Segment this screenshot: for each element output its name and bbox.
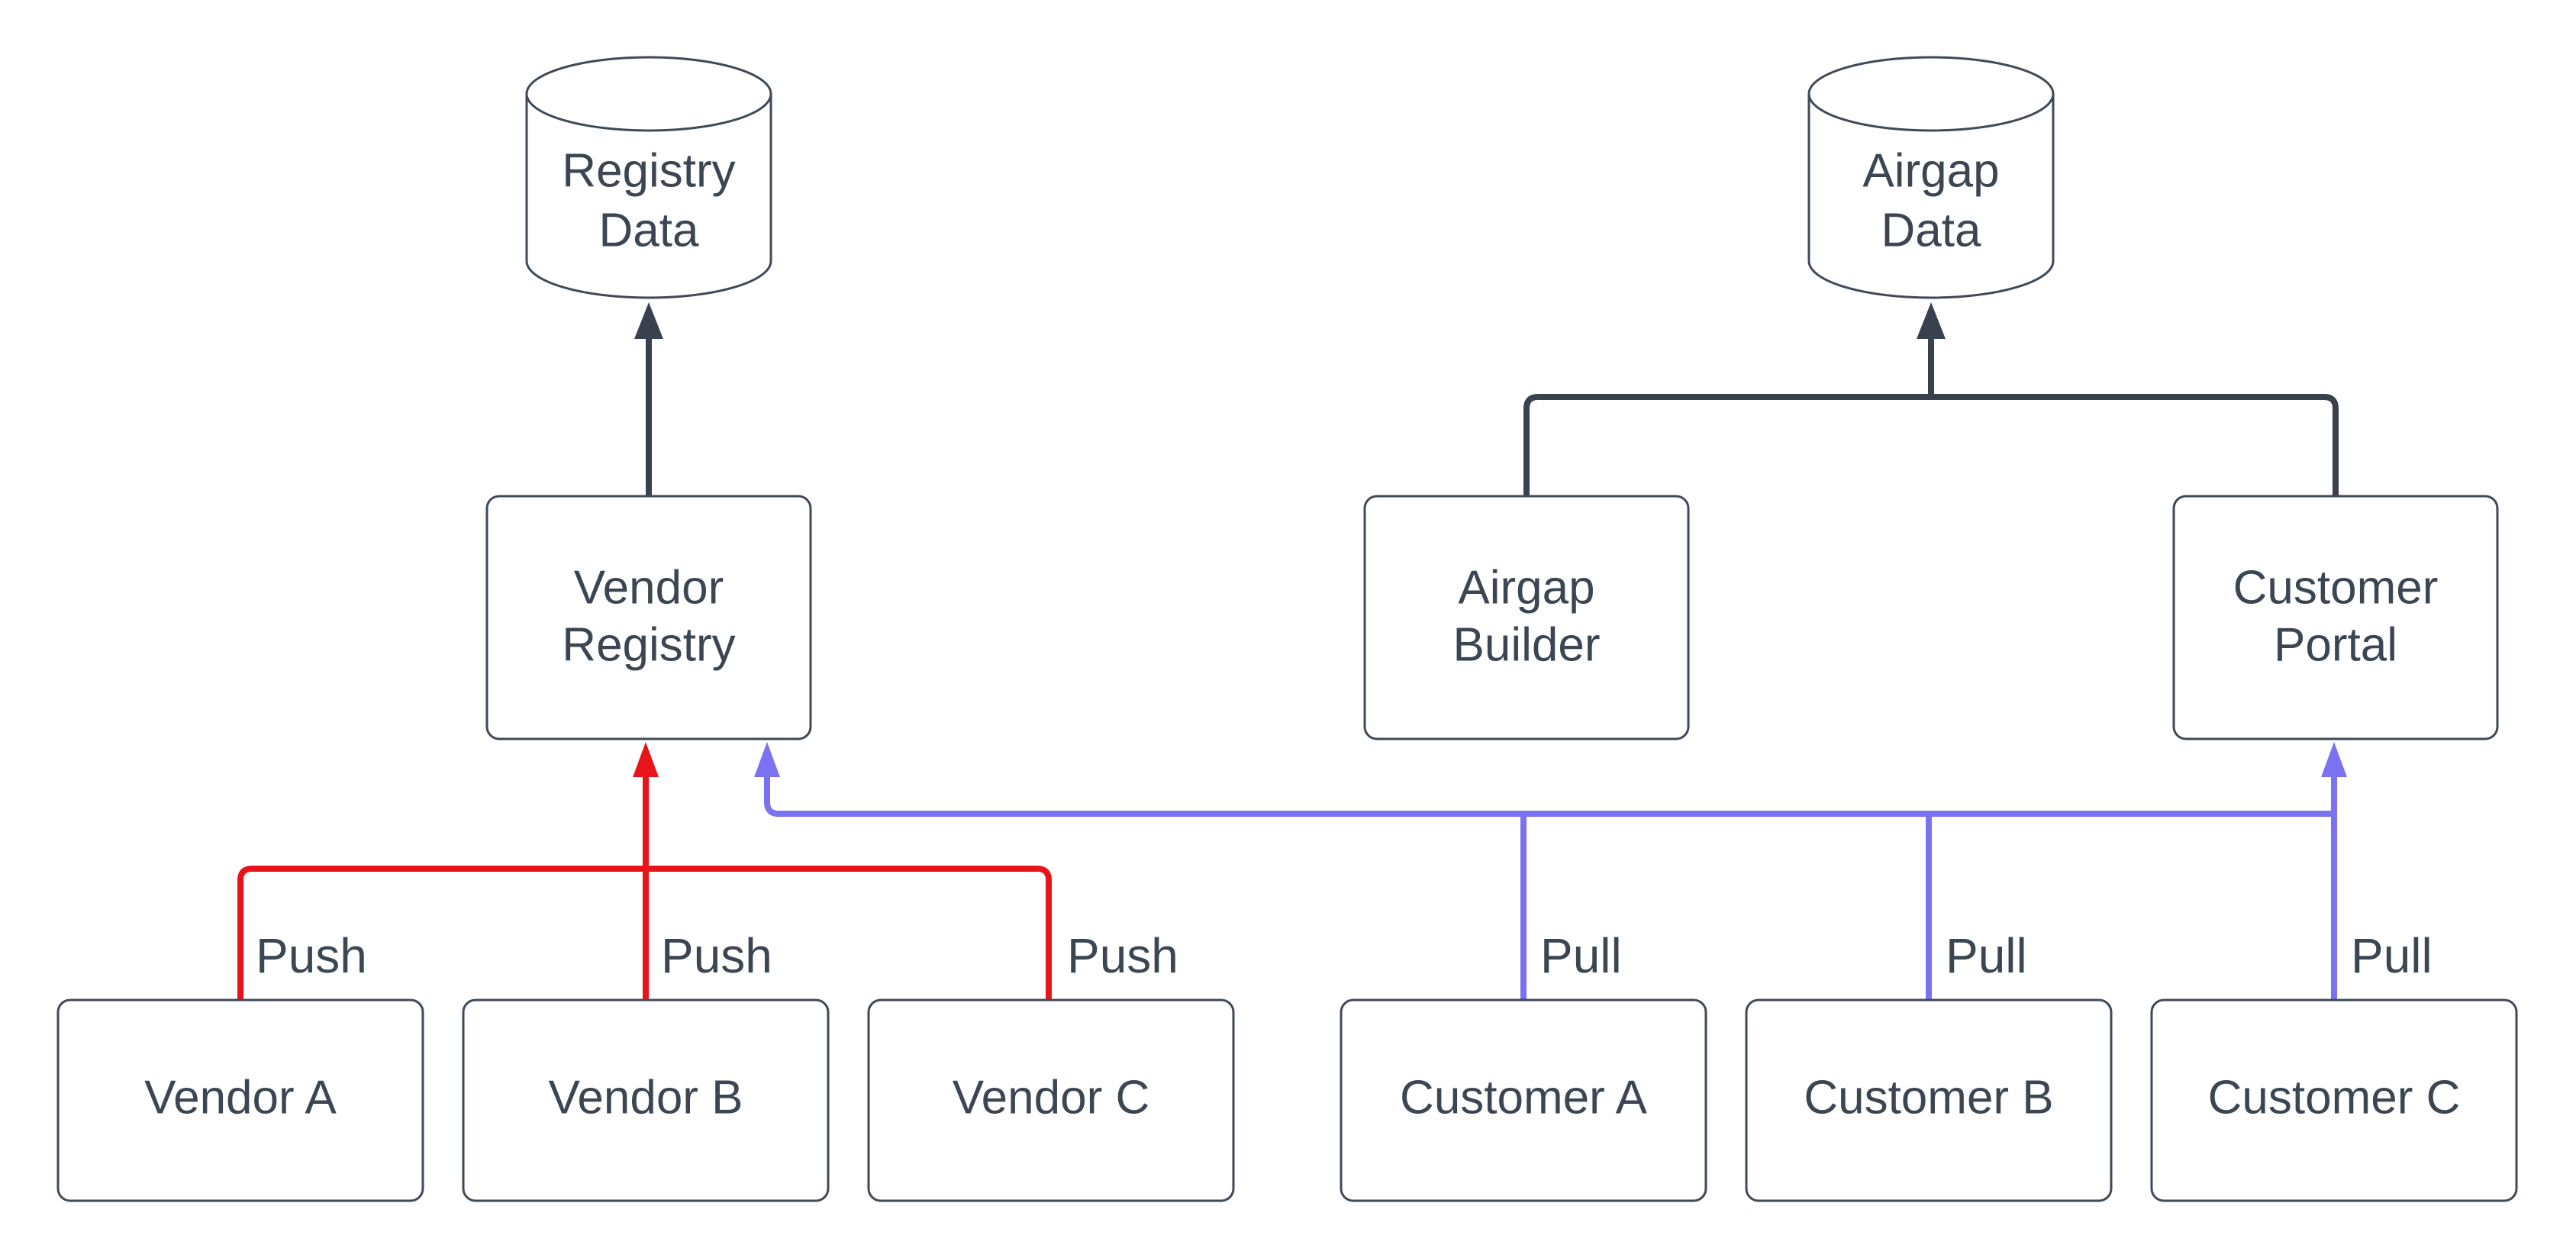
arrowhead-up-icon [754,742,780,777]
node-label-line1: Customer [2233,562,2439,614]
edge-label-push-b: Push [661,928,772,983]
node-label-line2: Portal [2274,619,2397,672]
datastore-registry-data: Registry Data [525,56,772,299]
node-airgap-builder: Airgap Builder [1363,495,1690,740]
edge-pull-rail [754,742,2347,1000]
cylinder-rim-icon [1807,93,2055,132]
arrowhead-up-icon [633,742,659,777]
edge-label-push-a: Push [256,928,367,983]
node-label: Customer C [2208,1072,2461,1124]
node-customer-a: Customer A [1340,998,1707,1202]
arrowhead-up-icon [2321,742,2347,777]
node-vendor-registry: Vendor Registry [485,495,812,740]
node-box [2172,495,2499,740]
edge-label-push-c: Push [1067,928,1178,983]
node-label-line2: Builder [1453,619,1601,672]
node-box [462,998,830,1202]
datastore-label-line2: Data [1881,205,1981,257]
node-box [485,495,812,740]
arrowhead-up-icon [634,302,663,339]
node-customer-portal: Customer Portal [2172,495,2499,740]
datastore-label-line1: Registry [562,145,735,198]
node-label: Vendor B [548,1072,743,1124]
datastore-airgap-data: Airgap Data [1807,56,2055,299]
node-label-line1: Airgap [1458,562,1594,614]
node-customer-b: Customer B [1745,998,2113,1202]
connector-line [764,774,2334,817]
node-vendor-b: Vendor B [462,998,830,1202]
node-box [867,998,1235,1202]
edge-label-pull-b: Pull [1946,928,2027,983]
node-customer-c: Customer C [2150,998,2518,1202]
node-label: Vendor A [144,1072,337,1124]
node-label: Customer A [1400,1072,1648,1124]
cylinder-icon [1807,56,2055,299]
cylinder-icon [525,56,772,299]
node-box [2150,998,2518,1202]
arrowhead-up-icon [1917,302,1946,339]
datastore-label-line2: Data [599,205,699,257]
cylinder-rim-icon [525,93,772,132]
node-vendor-a: Vendor A [56,998,424,1202]
edge-label-pull-c: Pull [2351,928,2433,983]
node-box [1745,998,2113,1202]
node-label: Customer B [1804,1072,2053,1124]
node-label: Vendor C [953,1072,1150,1124]
node-vendor-c: Vendor C [867,998,1235,1202]
edge-airgap-tree-to-airgap-data [1523,302,2339,496]
node-box [1363,495,1690,740]
node-box [1340,998,1707,1202]
node-label-line1: Vendor [574,562,724,614]
node-box [56,998,424,1202]
node-label-line2: Registry [562,619,735,672]
edge-vendor-registry-to-registry-data [634,302,663,496]
datastore-label-line1: Airgap [1862,145,1999,198]
edge-label-pull-a: Pull [1540,928,1622,983]
edge-push-tree [237,742,1052,1000]
connector-line [1523,394,2339,496]
